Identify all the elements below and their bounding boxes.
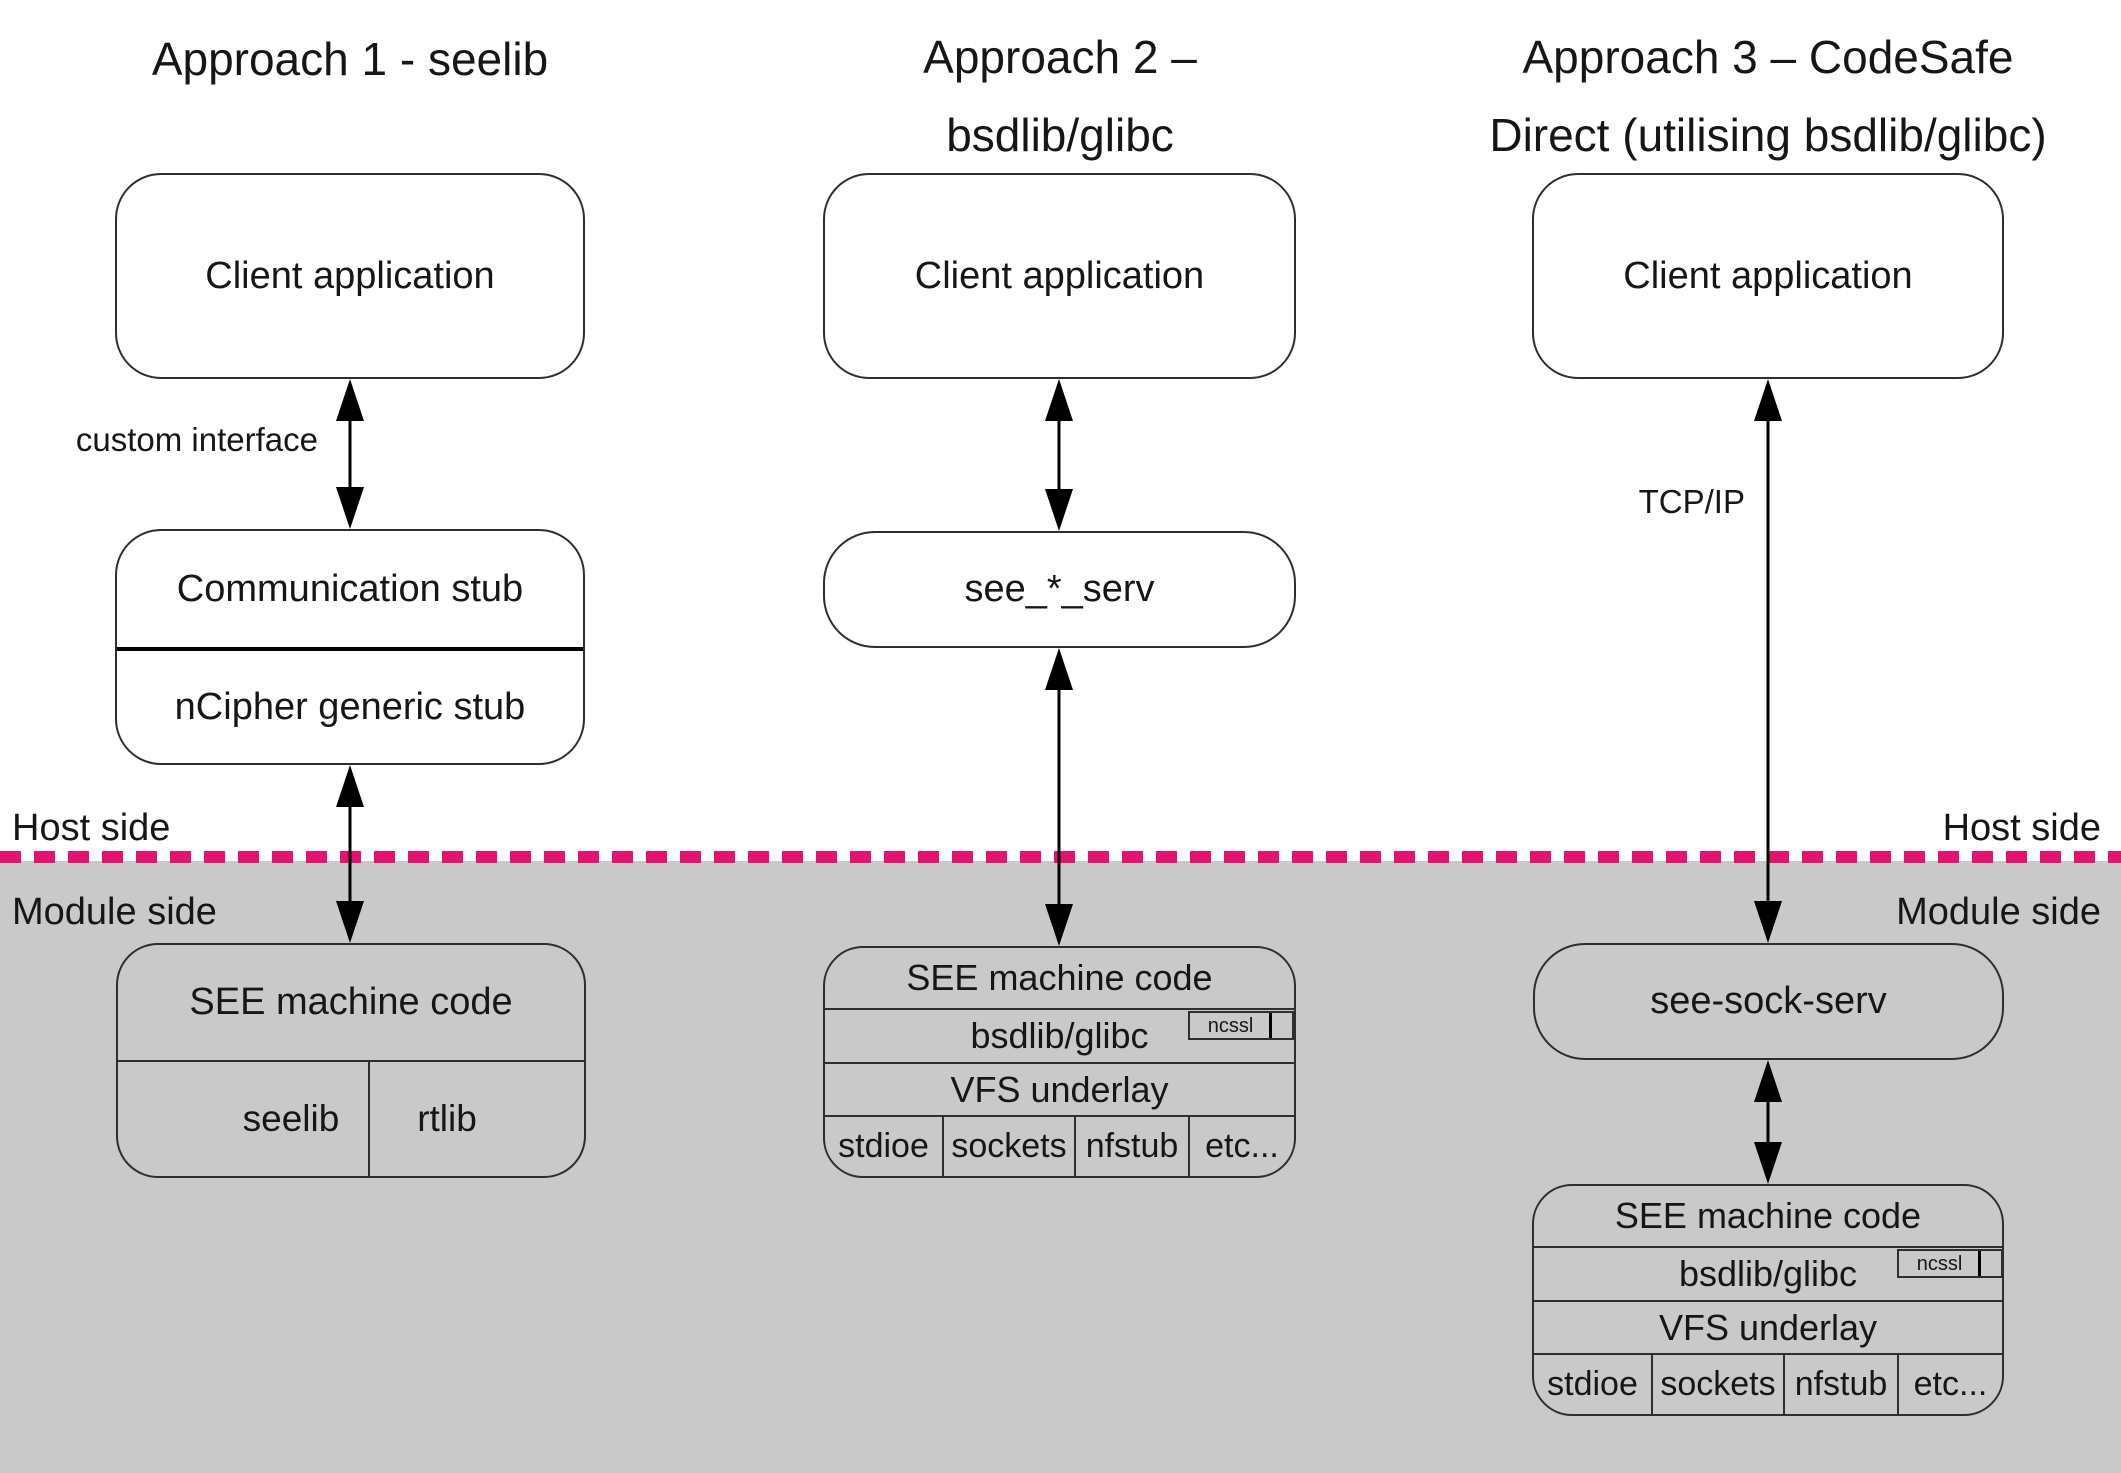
arrow-shaft — [1057, 401, 1061, 509]
custom-interface-label: custom interface — [75, 421, 318, 458]
bsdlib-glibc-row: bsdlib/glibc — [1534, 1246, 2002, 1300]
arrow-up-icon — [1754, 379, 1782, 421]
module-side-label-left: Module side — [12, 891, 217, 933]
etc-cell: etc... — [1897, 1355, 2002, 1414]
sockets-cell: sockets — [942, 1117, 1074, 1176]
approach-1-title: Approach 1 - seelib — [151, 33, 549, 85]
vfs-underlay-row: VFS underlay — [825, 1062, 1294, 1115]
host-side-label-left: Host side — [12, 807, 171, 849]
see-sock-serv-label: see-sock-serv — [1650, 980, 1887, 1022]
arrow-shaft — [1766, 401, 1770, 921]
arrow-tcpip — [1753, 379, 1783, 943]
arrow-down-icon — [336, 487, 364, 529]
nfstub-cell: nfstub — [1783, 1355, 1897, 1414]
see-star-serv-label: see_*_serv — [964, 568, 1155, 610]
service-cells-row: stdioe sockets nfstub etc... — [825, 1115, 1294, 1176]
arrow-shaft — [1766, 1082, 1770, 1162]
client-application-label-2: Client application — [914, 254, 1205, 297]
approach-3-title-line2: Direct (utilising bsdlib/glibc) — [1489, 109, 2047, 161]
module-side-label-right: Module side — [1896, 891, 2101, 933]
tcpip-label: TCP/IP — [1638, 483, 1745, 520]
see-machine-code-label-1: SEE machine code — [189, 981, 513, 1023]
client-application-box-2: Client application — [823, 173, 1296, 379]
rtlib-cell: rtlib — [368, 1062, 584, 1176]
arrow-shaft — [1057, 670, 1061, 924]
ncssl-badge: ncssl — [1897, 1249, 2002, 1278]
client-application-label-1: Client application — [205, 254, 495, 297]
arrow-shaft — [348, 787, 352, 921]
approach-3-title-line1: Approach 3 – CodeSafe — [1522, 31, 2014, 83]
host-side-label-right: Host side — [1942, 807, 2101, 849]
see-machine-code-row: SEE machine code — [1614, 1195, 1922, 1236]
arrow-down-icon — [1045, 904, 1073, 946]
communication-stub-box: Communication stub nCipher generic stub — [115, 529, 585, 765]
seelib-cell: seelib — [242, 1098, 340, 1139]
arrow-down-icon — [336, 901, 364, 943]
ncssl-divider — [1269, 1013, 1272, 1038]
approach-2-title: Approach 2 – bsdlib/glibc — [790, 18, 1330, 174]
ncssl-label: ncssl — [1207, 1014, 1254, 1037]
see-star-serv-box: see_*_serv — [823, 531, 1296, 648]
arrow-up-icon — [1045, 648, 1073, 690]
see-stack-box-2: SEE machine code bsdlib/glibc VFS underl… — [823, 946, 1296, 1178]
arrow-stub-module — [335, 765, 365, 943]
approach-3-title: Approach 3 – CodeSafe Direct (utilising … — [1480, 18, 2056, 174]
arrow-up-icon — [1754, 1060, 1782, 1102]
ncssl-badge: ncssl — [1188, 1011, 1294, 1040]
arrow-down-icon — [1754, 901, 1782, 943]
approach-2-title-line1: Approach 2 – — [923, 31, 1197, 83]
communication-stub-label: Communication stub — [176, 567, 524, 610]
service-cells-row: stdioe sockets nfstub etc... — [1534, 1353, 2002, 1414]
ncipher-generic-stub-label: nCipher generic stub — [117, 647, 583, 763]
arrow-serv-module — [1044, 648, 1074, 946]
approach-2-title-line2: bsdlib/glibc — [946, 109, 1174, 161]
see-sock-serv-box: see-sock-serv — [1533, 943, 2004, 1060]
vfs-underlay-row: VFS underlay — [1534, 1300, 2002, 1353]
see-stack-box-3: SEE machine code bsdlib/glibc VFS underl… — [1532, 1184, 2004, 1416]
arrow-down-icon — [1754, 1142, 1782, 1184]
stdioe-cell: stdioe — [1547, 1365, 1638, 1403]
arrow-up-icon — [336, 379, 364, 421]
arrow-client-serv — [1044, 379, 1074, 531]
etc-cell: etc... — [1188, 1117, 1294, 1176]
host-module-divider — [0, 851, 2121, 863]
arrow-client-stub — [335, 379, 365, 529]
arrow-up-icon — [336, 765, 364, 807]
bsdlib-glibc-row: bsdlib/glibc — [825, 1008, 1294, 1062]
nfstub-cell: nfstub — [1074, 1117, 1188, 1176]
stdioe-cell: stdioe — [838, 1127, 929, 1165]
arrow-shaft — [348, 401, 352, 507]
arrow-up-icon — [1045, 379, 1073, 421]
client-application-box-3: Client application — [1532, 173, 2004, 379]
see-machine-code-row: SEE machine code — [906, 957, 1213, 998]
arrow-down-icon — [1045, 489, 1073, 531]
ncssl-label: ncssl — [1916, 1252, 1963, 1275]
arrow-sockserv-module — [1753, 1060, 1783, 1184]
ncssl-divider — [1978, 1251, 1981, 1276]
see-machine-code-box-1: SEE machine code seelib rtlib — [116, 943, 586, 1178]
sockets-cell: sockets — [1651, 1355, 1783, 1414]
client-application-box-1: Client application — [115, 173, 585, 379]
client-application-label-3: Client application — [1623, 254, 1913, 297]
